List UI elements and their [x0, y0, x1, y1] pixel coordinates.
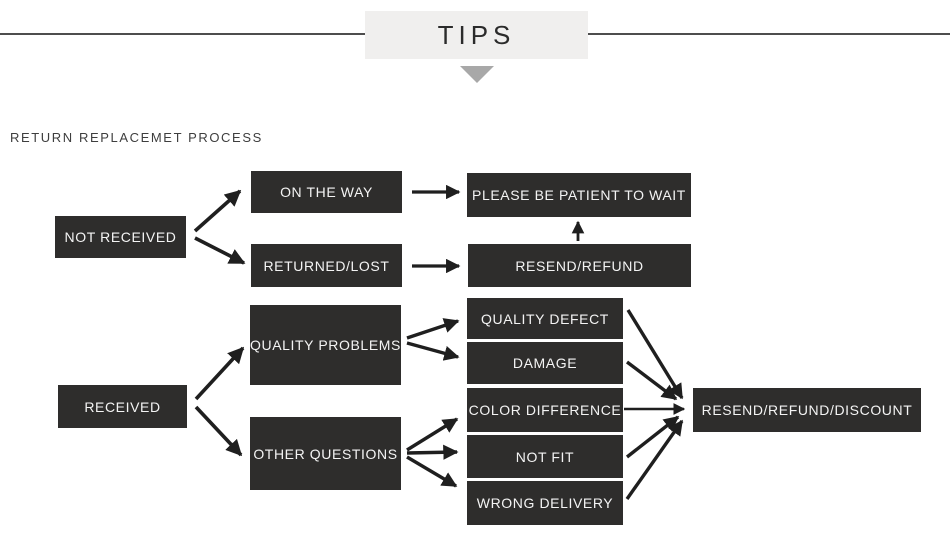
node-wrong-delivery: WRONG DELIVERY — [467, 481, 623, 525]
node-damage: DAMAGE — [467, 342, 623, 384]
node-quality-problems: QUALITY PROBLEMS — [250, 305, 401, 385]
node-not-fit: NOT FIT — [467, 435, 623, 478]
arrow-received-to-other-questions — [194, 405, 243, 457]
tips-title: TIPS — [437, 19, 516, 50]
node-other-questions: OTHER QUESTIONS — [250, 417, 401, 490]
node-color-difference: COLOR DIFFERENCE — [467, 388, 623, 432]
section-title: RETURN REPLACEMET PROCESS — [10, 130, 263, 145]
node-returned-lost: RETURNED/LOST — [251, 244, 402, 287]
arrow-wrong-delivery-to-final — [625, 419, 684, 500]
arrow-quality-problems-to-quality-defect — [406, 318, 460, 340]
node-resend-refund: RESEND/REFUND — [468, 244, 691, 287]
node-received: RECEIVED — [58, 385, 187, 428]
node-please-be-patient: PLEASE BE PATIENT TO WAIT — [467, 173, 691, 217]
node-not-received: NOT RECEIVED — [55, 216, 186, 258]
arrow-other-questions-to-color-difference — [406, 417, 459, 452]
arrow-not-fit-to-final — [625, 415, 680, 459]
arrow-received-to-quality-problems — [194, 346, 245, 401]
tips-header: TIPS — [365, 11, 588, 59]
arrow-other-questions-to-not-fit — [406, 444, 459, 460]
arrow-not-received-to-returned-lost — [194, 236, 246, 265]
arrow-damage-to-final — [625, 360, 678, 401]
triangle-down-icon — [460, 66, 494, 83]
arrow-other-questions-to-wrong-delivery — [406, 455, 458, 488]
arrow-not-received-to-on-the-way — [193, 189, 242, 233]
arrow-quality-defect-to-final — [626, 309, 684, 400]
node-resend-refund-discount: RESEND/REFUND/DISCOUNT — [693, 388, 921, 432]
node-quality-defect: QUALITY DEFECT — [467, 298, 623, 339]
arrow-quality-problems-to-damage — [406, 341, 460, 361]
node-on-the-way: ON THE WAY — [251, 171, 402, 213]
